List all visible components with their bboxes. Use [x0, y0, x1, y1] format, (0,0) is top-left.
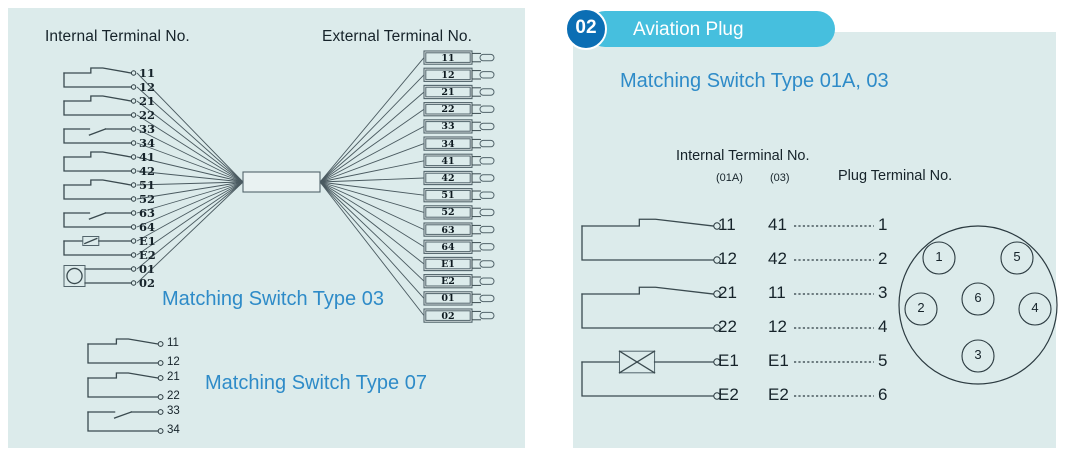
internal-terminal-03-11: 11 — [768, 283, 786, 302]
internal-terminal-header: Internal Terminal No. — [45, 28, 190, 45]
internal-terminal-01a-11: 11 — [718, 215, 736, 234]
internal-terminal-51: 51 — [139, 178, 156, 192]
right-internal-terminal-header: Internal Terminal No. — [676, 148, 810, 164]
internal-terminal-03-E1: E1 — [768, 351, 789, 370]
plug-pin-1: 1 — [935, 249, 943, 264]
external-terminal-41: 41 — [441, 155, 455, 167]
external-terminal-E2: E2 — [441, 276, 455, 288]
external-terminal-E1: E1 — [441, 259, 455, 270]
internal-terminal-02: 02 — [139, 276, 156, 290]
plug-pin-6: 6 — [974, 290, 982, 305]
internal-terminal-52: 52 — [139, 192, 156, 206]
type07-terminal-34: 34 — [167, 424, 180, 436]
caption-type-03: Matching Switch Type 03 — [162, 288, 384, 310]
external-terminal-21: 21 — [441, 87, 455, 98]
internal-terminal-E1: E1 — [139, 234, 156, 248]
external-terminal-01: 01 — [441, 293, 455, 305]
external-terminal-11: 11 — [441, 52, 455, 64]
plug-terminal-2: 2 — [878, 249, 888, 268]
badge-pill — [587, 11, 835, 47]
badge-number: 02 — [575, 17, 597, 38]
internal-terminal-03-41: 41 — [768, 215, 787, 234]
column-header-01a: (01A) — [716, 172, 743, 184]
plug-pin-4: 4 — [1031, 300, 1039, 315]
type07-terminal-22: 22 — [167, 390, 180, 402]
plug-terminal-header: Plug Terminal No. — [838, 168, 953, 184]
plug-terminal-5: 5 — [878, 351, 888, 370]
internal-terminal-63: 63 — [139, 206, 156, 220]
badge-title: Aviation Plug — [633, 19, 744, 40]
internal-terminal-33: 33 — [139, 122, 156, 136]
left-wiring-diagram — [63, 50, 495, 434]
internal-terminal-01a-E2: E2 — [718, 385, 739, 404]
internal-terminal-01a-12: 12 — [718, 249, 737, 268]
internal-terminal-01: 01 — [139, 262, 156, 276]
plug-pin-3: 3 — [974, 347, 982, 362]
external-terminal-51: 51 — [441, 190, 455, 202]
internal-terminal-34: 34 — [139, 136, 156, 150]
external-terminal-02: 02 — [441, 310, 455, 322]
external-terminal-64: 64 — [441, 241, 455, 253]
internal-terminal-E2: E2 — [139, 248, 156, 262]
external-terminal-33: 33 — [441, 121, 455, 133]
internal-terminal-42: 42 — [139, 164, 156, 178]
external-terminal-42: 42 — [441, 173, 455, 184]
external-terminal-63: 63 — [441, 224, 455, 236]
external-terminal-34: 34 — [441, 138, 455, 150]
plug-terminal-1: 1 — [878, 215, 888, 234]
internal-terminal-41: 41 — [139, 150, 156, 164]
plug-pin-2: 2 — [917, 300, 925, 315]
internal-terminal-12: 12 — [139, 80, 156, 94]
caption-type-07: Matching Switch Type 07 — [205, 372, 427, 394]
external-terminal-12: 12 — [441, 69, 455, 81]
internal-terminal-01a-22: 22 — [718, 317, 737, 336]
external-terminal-22: 22 — [441, 104, 455, 116]
plug-terminal-3: 3 — [878, 283, 888, 302]
column-header-03: (03) — [770, 172, 790, 184]
external-terminal-52: 52 — [441, 207, 455, 219]
internal-terminal-11: 11 — [139, 66, 156, 80]
type07-terminal-33: 33 — [167, 405, 180, 417]
badge-circle — [565, 8, 607, 50]
internal-terminal-01a-E1: E1 — [718, 351, 739, 370]
external-terminal-header: External Terminal No. — [322, 28, 472, 45]
type07-terminal-12: 12 — [167, 356, 180, 368]
plug-terminal-6: 6 — [878, 385, 888, 404]
type07-terminal-11: 11 — [167, 337, 179, 349]
right-panel-aviation-plug — [573, 32, 1056, 448]
plug-terminal-4: 4 — [878, 317, 888, 336]
internal-terminal-01a-21: 21 — [718, 283, 737, 302]
internal-terminal-64: 64 — [139, 220, 156, 234]
internal-terminal-21: 21 — [139, 94, 156, 108]
internal-terminal-03-E2: E2 — [768, 385, 789, 404]
plug-pin-5: 5 — [1013, 249, 1021, 264]
internal-terminal-22: 22 — [139, 108, 156, 122]
type07-terminal-21: 21 — [167, 371, 180, 383]
right-panel-subtitle: Matching Switch Type 01A, 03 — [620, 70, 889, 92]
internal-terminal-03-42: 42 — [768, 249, 787, 268]
internal-terminal-03-12: 12 — [768, 317, 787, 336]
